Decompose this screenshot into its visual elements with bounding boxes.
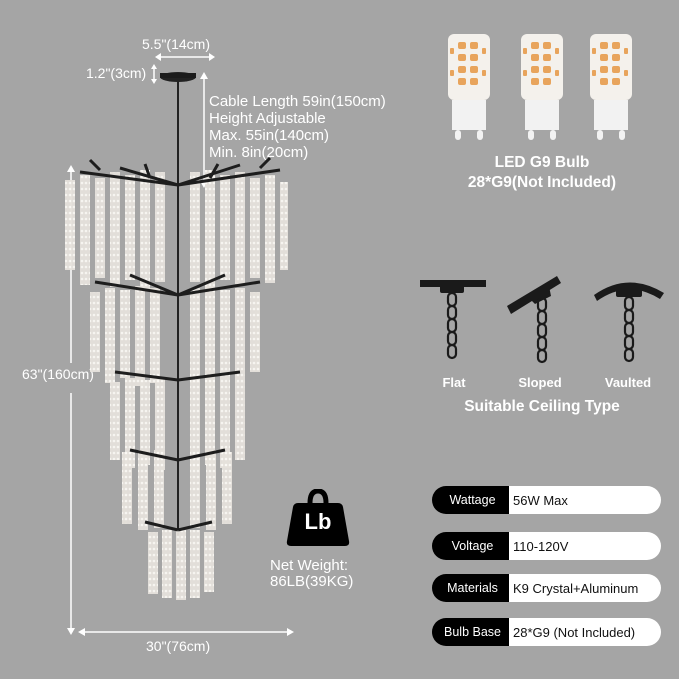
ceiling-type-sloped: Sloped [518,375,562,390]
chandelier-image [65,72,288,600]
cable-line-3: Max. 55in(140cm) [209,127,330,144]
bulb-caption: LED G9 Bulb 28*G9(Not Included) [432,153,652,193]
spec-key: Materials [432,574,509,602]
g9-bulb-icon [448,34,632,140]
spec-value: 56W Max [509,486,661,514]
cable-line-4: Min. 8in(20cm) [209,144,309,161]
weight-line-1: Net Weight: [270,557,349,574]
total-height-label: 63"(160cm) [22,366,94,382]
spec-row-bulb-base: Bulb Base 28*G9 (Not Included) [432,618,661,646]
canopy-height-arrow-icon [151,64,157,84]
sloped-ceiling-icon [507,276,561,364]
bulb-group [444,34,644,145]
spec-key: Bulb Base [432,618,509,646]
spec-value: 28*G9 (Not Included) [509,618,661,646]
spec-value: 110-120V [509,532,661,560]
spec-key: Wattage [432,486,509,514]
canopy-width-arrow-icon [155,53,215,61]
spec-row-materials: Materials K9 Crystal+Aluminum [432,574,661,602]
bulb-subtitle: 28*G9(Not Included) [467,174,617,191]
weight-icon: Lb [286,489,350,547]
vaulted-ceiling-icon [594,282,664,363]
weight-line-2: 86LB(39KG) [270,573,354,590]
ceiling-type-vaulted: Vaulted [604,375,652,390]
ceiling-type-flat: Flat [442,375,466,390]
flat-ceiling-icon [420,280,486,360]
cable-length-info: Cable Length 59in(150cm) Height Adjustab… [209,93,386,161]
weight-icon-label: Lb [304,509,332,534]
canopy-width-label: 5.5"(14cm) [142,36,210,52]
width-label: 30"(76cm) [146,638,211,654]
weight-info: Net Weight: 86LB(39KG) [270,558,353,590]
spec-row-voltage: Voltage 110-120V [432,532,661,560]
bulb-title: LED G9 Bulb [494,154,590,171]
cable-line-1: Cable Length 59in(150cm) [209,93,386,110]
canopy-height-label: 1.2"(3cm) [86,65,147,81]
cable-line-2: Height Adjustable [209,110,326,127]
spec-row-wattage: Wattage 56W Max [432,486,661,514]
spec-key: Voltage [432,532,509,560]
spec-value: K9 Crystal+Aluminum [509,574,661,602]
width-arrow-icon [78,628,294,636]
ceiling-caption: Suitable Ceiling Type [464,398,620,415]
